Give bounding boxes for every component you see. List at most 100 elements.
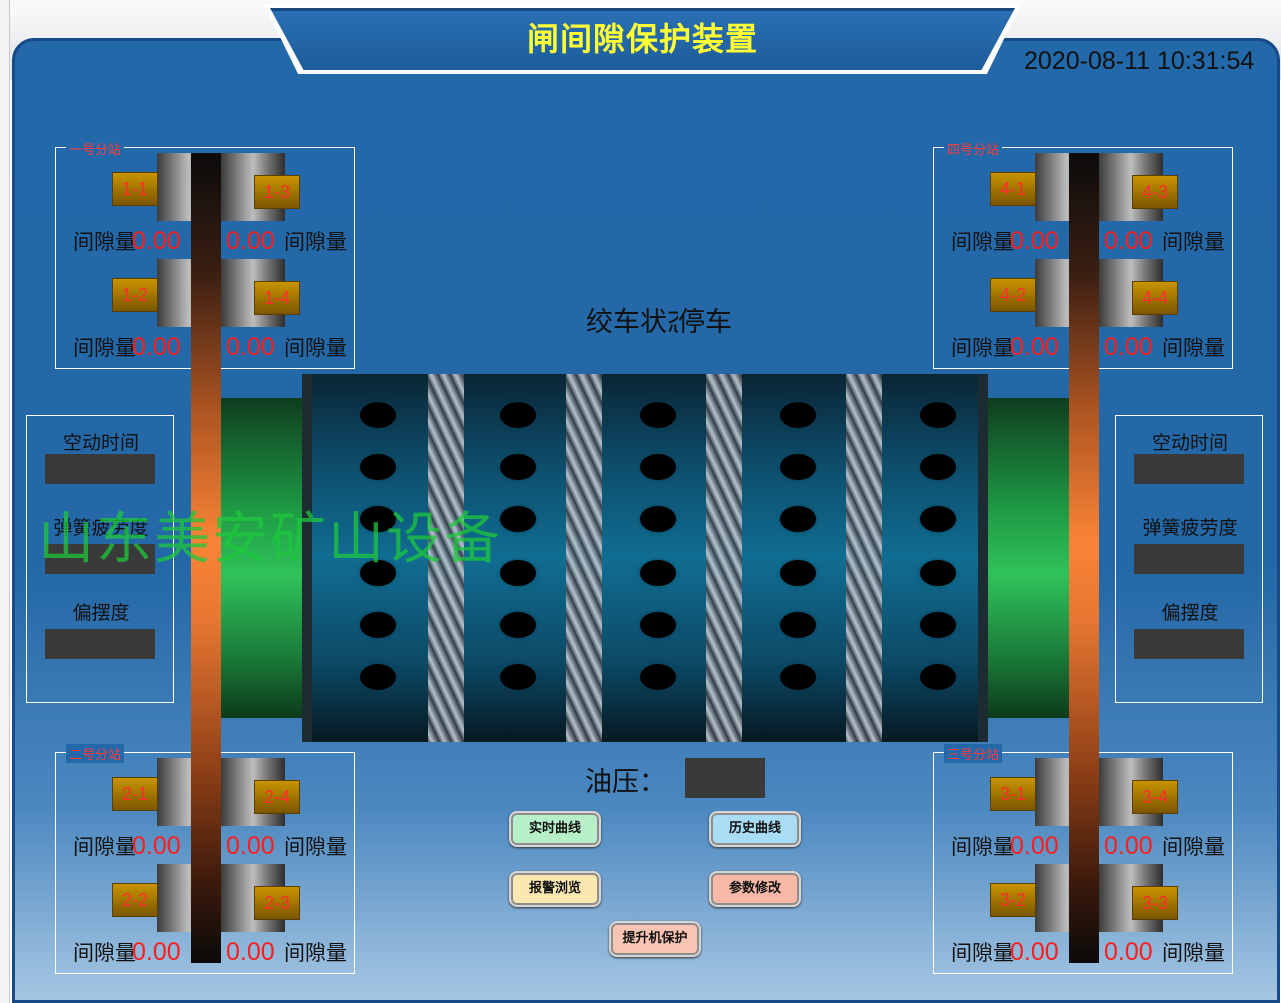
left-info-panel: 空动时间 弹簧疲劳度 偏摆度 (26, 415, 174, 703)
left-spring-fatigue-value (45, 544, 155, 574)
left-brake-disc (191, 153, 221, 963)
left-deflection-label: 偏摆度 (72, 602, 130, 624)
drum-hole (640, 560, 676, 586)
left-spring-fatigue-label: 弹簧疲劳度 (53, 517, 149, 539)
right-shaft (988, 398, 1070, 718)
winch-status-label: 绞车状态 (586, 307, 678, 338)
drum-rope-band (566, 374, 602, 742)
gap-sensor-3-2: 2-4 (254, 780, 300, 814)
left-idle-time-label: 空动时间 (62, 432, 139, 454)
gap-sensor-3-1: 2-1 (112, 777, 158, 811)
gap-value: 0.00 (1010, 333, 1059, 361)
station-3-panel: 三号分站 (933, 744, 1233, 974)
alarm-browse-button[interactable]: 报警浏览 (509, 871, 601, 907)
gap-label: 间隙量 (1162, 835, 1225, 859)
drum-hole (360, 560, 396, 586)
right-spring-fatigue-label: 弹簧疲劳度 (1142, 517, 1238, 539)
gap-label: 间隙量 (73, 941, 136, 965)
drum-rope-band (706, 374, 742, 742)
drum-hole (920, 612, 956, 638)
drum-hole (360, 402, 396, 428)
gap-sensor-3-4: 2-3 (254, 886, 300, 920)
hoist-protect-label: 提升机保护 (622, 931, 688, 946)
right-idle-time-value (1134, 454, 1244, 484)
left-idle-time-value (45, 454, 155, 484)
gap-value: 0.00 (132, 333, 181, 361)
drum-hole (920, 454, 956, 480)
gap-value: 0.00 (1010, 227, 1059, 255)
gap-label: 间隙量 (951, 230, 1014, 254)
drum-hole (360, 612, 396, 638)
gap-sensor-4-3: 3-2 (990, 883, 1036, 917)
gap-sensor-2-4: 4-4 (1132, 281, 1178, 315)
realtime-curve-label: 实时曲线 (528, 821, 581, 836)
param-modify-button[interactable]: 参数修改 (709, 871, 801, 907)
drum-hole (920, 506, 956, 532)
gap-value: 0.00 (226, 227, 275, 255)
datetime-display: 2020-08-11 10:31:54 (1024, 47, 1255, 75)
drum-rope-band (846, 374, 882, 742)
left-shaft (220, 398, 302, 718)
station-1-label: 一号分站 (66, 139, 125, 158)
gap-sensor-1-4: 1-4 (254, 281, 300, 315)
title-tab (270, 8, 1015, 70)
gap-value: 0.00 (132, 938, 181, 966)
drum-hole (920, 664, 956, 690)
gap-label: 间隙量 (73, 835, 136, 859)
gap-value: 0.00 (1010, 938, 1059, 966)
gap-sensor-2-1: 4-1 (990, 172, 1036, 206)
drum-hole (780, 402, 816, 428)
right-deflection-value (1134, 629, 1244, 659)
gap-label: 间隙量 (951, 835, 1014, 859)
drum-hole (360, 506, 396, 532)
winch-drum (302, 374, 988, 742)
gap-value: 0.00 (1104, 227, 1153, 255)
winch-status-value: 停车 (678, 307, 732, 338)
gap-sensor-2-2: 4-3 (1132, 175, 1178, 209)
gap-sensor-4-4: 3-3 (1132, 886, 1178, 920)
left-deflection-value (45, 629, 155, 659)
param-modify-label: 参数修改 (728, 881, 781, 896)
oil-pressure-value (685, 758, 765, 798)
gap-sensor-4-1: 3-1 (990, 777, 1036, 811)
alarm-browse-label: 报警浏览 (528, 881, 581, 896)
drum-hole (500, 402, 536, 428)
gap-label: 间隙量 (951, 941, 1014, 965)
drum-hole (500, 454, 536, 480)
station-4-label: 四号分站 (944, 139, 1003, 158)
gap-value: 0.00 (1104, 333, 1153, 361)
window-edge-strip (0, 0, 10, 1003)
drum-hole (780, 612, 816, 638)
realtime-curve-button[interactable]: 实时曲线 (509, 811, 601, 847)
drum-hole (920, 560, 956, 586)
history-curve-button[interactable]: 历史曲线 (709, 811, 801, 847)
gap-sensor-3-3: 2-2 (112, 883, 158, 917)
drum-hole (360, 454, 396, 480)
right-idle-time-label: 空动时间 (1151, 432, 1228, 454)
gap-value: 0.00 (226, 333, 275, 361)
drum-hole (500, 560, 536, 586)
right-deflection-label: 偏摆度 (1161, 602, 1219, 624)
gap-value: 0.00 (132, 832, 181, 860)
drum-hole (500, 506, 536, 532)
gap-sensor-1-3: 1-2 (112, 278, 158, 312)
drum-hole (640, 454, 676, 480)
right-brake-disc (1069, 153, 1099, 963)
drum-hole (780, 664, 816, 690)
gap-sensor-1-2: 1-3 (254, 175, 300, 209)
gap-value: 0.00 (1010, 832, 1059, 860)
gap-value: 0.00 (226, 938, 275, 966)
company-watermark: 山东美安矿山设备 (38, 507, 502, 572)
drum-hole (640, 506, 676, 532)
gap-sensor-1-1: 1-1 (112, 172, 158, 206)
hoist-protect-button[interactable]: 提升机保护 (609, 921, 701, 957)
gap-label: 间隙量 (951, 336, 1014, 360)
station-4-panel: 四号分站 (933, 139, 1233, 369)
drum-hole (920, 402, 956, 428)
oil-pressure-label: 油压： (585, 767, 666, 798)
gap-label: 间隙量 (284, 835, 347, 859)
drum-rope-band (428, 374, 464, 742)
app-title: 闸间隙保护装置 (526, 20, 758, 58)
drum-hole (640, 612, 676, 638)
history-curve-label: 历史曲线 (728, 821, 781, 836)
